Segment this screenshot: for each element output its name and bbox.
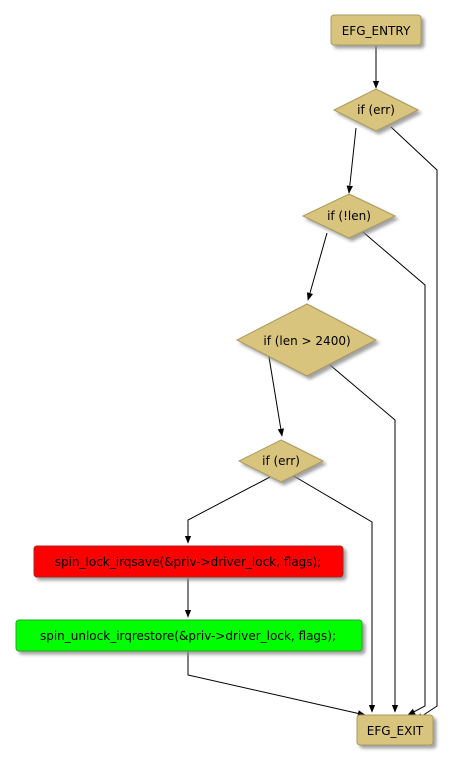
edges xyxy=(184,46,438,721)
spin-unlock-node: spin_unlock_irqrestore(&priv->driver_loc… xyxy=(15,619,363,652)
if-not-len-label: if (!len) xyxy=(327,209,371,223)
if-err-1-label: if (err) xyxy=(357,103,395,117)
if-len-gt-label: if (len > 2400) xyxy=(263,334,350,348)
if-len-gt-node: if (len > 2400) xyxy=(235,303,378,377)
entry-box xyxy=(330,14,422,46)
edge-if-len-gt-to-exit xyxy=(329,364,399,713)
edge-unlock-to-exit xyxy=(187,652,366,717)
if-err-1-diamond xyxy=(332,88,420,132)
spin-unlock-label: spin_unlock_irqrestore(&priv->driver_loc… xyxy=(40,629,336,643)
if-err-1-node: if (err) xyxy=(332,88,420,132)
if-err-2-node: if (err) xyxy=(237,439,325,483)
if-not-len-node: if (!len) xyxy=(301,193,397,239)
exit-box xyxy=(356,714,434,746)
entry-node: EFG_ENTRY xyxy=(330,14,422,46)
if-err-2-label: if (err) xyxy=(262,454,300,468)
edge-if-not-len-to-exit xyxy=(362,231,426,716)
edge-if-err-1-to-if-not-len xyxy=(346,127,357,194)
edge-if-not-len-to-if-len-gt xyxy=(306,232,328,301)
exit-node: EFG_EXIT xyxy=(356,714,434,746)
edge-if-err-1-to-exit xyxy=(390,126,438,721)
exit-label: EFG_EXIT xyxy=(367,724,424,738)
edge-if-len-gt-to-if-err-2 xyxy=(268,356,284,437)
spin-lock-box xyxy=(33,545,344,578)
if-len-gt-diamond xyxy=(235,303,378,377)
edge-if-err-2-to-spin-lock xyxy=(184,476,271,544)
edge-if-err-2-to-exit xyxy=(291,474,376,713)
spin-unlock-box xyxy=(15,619,363,652)
spin-lock-node: spin_lock_irqsave(&priv->driver_lock, fl… xyxy=(33,545,344,578)
entry-label: EFG_ENTRY xyxy=(342,24,411,38)
if-not-len-diamond xyxy=(301,193,397,239)
spin-lock-label: spin_lock_irqsave(&priv->driver_lock, fl… xyxy=(55,555,322,569)
if-err-2-diamond xyxy=(237,439,325,483)
